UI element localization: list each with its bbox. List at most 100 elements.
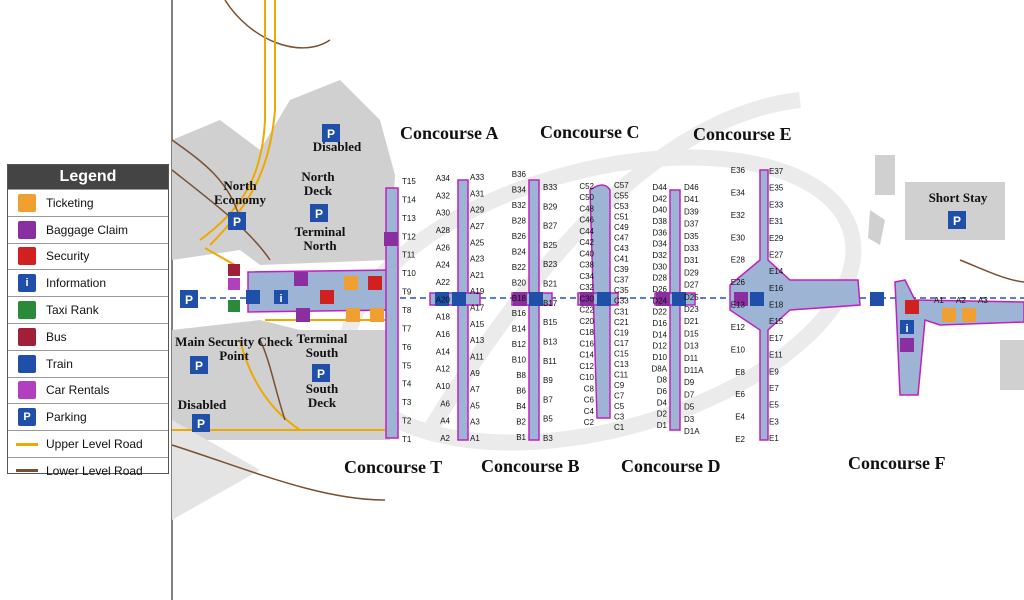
gate-label: A28 [436, 226, 451, 235]
gate-label: C38 [579, 261, 594, 270]
gate-label: T9 [402, 288, 412, 297]
legend-item-label: Baggage Claim [46, 222, 129, 237]
gate-label: C33 [614, 297, 629, 306]
information-icon: i [18, 274, 36, 293]
gate-label: E9 [769, 367, 779, 376]
information-icon: i [274, 290, 288, 305]
gate-label: A19 [470, 287, 485, 296]
gate-label: B8 [516, 371, 526, 380]
gate-label: T4 [402, 380, 412, 389]
gate-label: C53 [614, 202, 629, 211]
baggage-claim-icon [734, 292, 748, 306]
legend-item: Security [8, 242, 168, 270]
gate-label: D1 [657, 421, 668, 430]
gate-label: B14 [512, 325, 527, 334]
gate-label: T15 [402, 177, 416, 186]
gate-label: C35 [614, 286, 629, 295]
security-icon [368, 276, 382, 290]
legend-item-label: Security [46, 249, 90, 264]
place-label-south-deck: Deck [308, 395, 337, 410]
gate-label: D15 [684, 329, 699, 338]
pier-b [528, 179, 540, 441]
gate-label: A18 [436, 313, 451, 322]
gate-label: B26 [512, 232, 527, 241]
gate-label: A16 [436, 330, 451, 339]
svg-text:i: i [905, 323, 908, 335]
place-labels: DisabledNorthEconomyNorthDeckTerminalNor… [175, 139, 988, 412]
svg-text:P: P [327, 127, 335, 141]
gate-label: B23 [543, 260, 558, 269]
concourse-piers [429, 169, 1024, 441]
gate-label: E27 [769, 250, 784, 259]
gate-label: D1A [684, 427, 700, 436]
concourse-e-title: Concourse E [693, 124, 792, 144]
gate-label: C1 [614, 423, 625, 432]
place-label-short-stay: Short Stay [929, 190, 988, 205]
gate-labels: T15T14T13T12T11T10T9T8T7T6T5T4T3T2T1A34A… [402, 166, 988, 444]
gate-label: D39 [684, 207, 699, 216]
legend-item-label: Parking [46, 410, 87, 425]
gate-label: B10 [512, 356, 527, 365]
baggage-claim-icon [580, 292, 594, 306]
gate-label: C2 [584, 418, 595, 427]
ticketing-icon [346, 308, 360, 322]
gate-label: C17 [614, 339, 629, 348]
gate-label: D32 [652, 251, 667, 260]
gate-label: D5 [684, 403, 695, 412]
bus-icon [18, 327, 36, 346]
parking-icon: P [192, 414, 210, 432]
gate-label: D9 [684, 378, 695, 387]
gate-label: C7 [614, 391, 625, 400]
svg-text:P: P [953, 214, 961, 228]
security-icon [320, 290, 334, 304]
baggage-claim-icon [294, 272, 308, 286]
gate-label: C15 [614, 349, 629, 358]
gate-label: D8A [651, 364, 667, 373]
gate-label: C44 [579, 227, 594, 236]
gate-label: B36 [512, 170, 527, 179]
gate-label: C30 [579, 294, 594, 303]
gate-label: B27 [543, 222, 558, 231]
pier-a [457, 179, 469, 441]
gate-label: E35 [769, 184, 784, 193]
gate-label: D30 [652, 262, 667, 271]
concourse-f-title: Concourse F [848, 453, 946, 473]
gate-label: C57 [614, 181, 629, 190]
legend-item: Taxi Rank [8, 296, 168, 323]
gate-label: E31 [769, 217, 784, 226]
gate-label: E1 [769, 434, 779, 443]
train-icon [452, 292, 466, 306]
legend-item-label: Taxi Rank [46, 303, 99, 318]
legend-item: Bus [8, 322, 168, 350]
gate-label: C50 [579, 193, 594, 202]
train-icon [18, 354, 36, 373]
gate-label: A24 [436, 261, 451, 270]
gate-label: B21 [543, 280, 558, 289]
ticketing-icon [344, 276, 358, 290]
car-rental-icon [18, 381, 36, 400]
gate-label: A7 [470, 385, 480, 394]
gate-label: E17 [769, 334, 784, 343]
gate-label: D6 [657, 387, 668, 396]
gate-label: E3 [769, 417, 779, 426]
legend-item: Train [8, 349, 168, 377]
gate-label: D7 [684, 390, 695, 399]
baggage-claim-icon [18, 220, 36, 239]
gate-label: D27 [684, 281, 699, 290]
gate-label: D11 [684, 354, 699, 363]
gate-label: E28 [731, 256, 746, 265]
gate-label: B29 [543, 202, 558, 211]
gate-label: B16 [512, 309, 527, 318]
security-icon [18, 247, 36, 266]
gate-label: A6 [440, 399, 450, 408]
place-label-terminal-south: South [306, 345, 339, 360]
gate-label: A21 [470, 271, 485, 280]
gate-label: C39 [614, 265, 629, 274]
gate-label: E37 [769, 167, 784, 176]
ticketing-icon [18, 193, 36, 212]
gate-label: D40 [652, 206, 667, 215]
concourse-a-title: Concourse A [400, 123, 499, 143]
